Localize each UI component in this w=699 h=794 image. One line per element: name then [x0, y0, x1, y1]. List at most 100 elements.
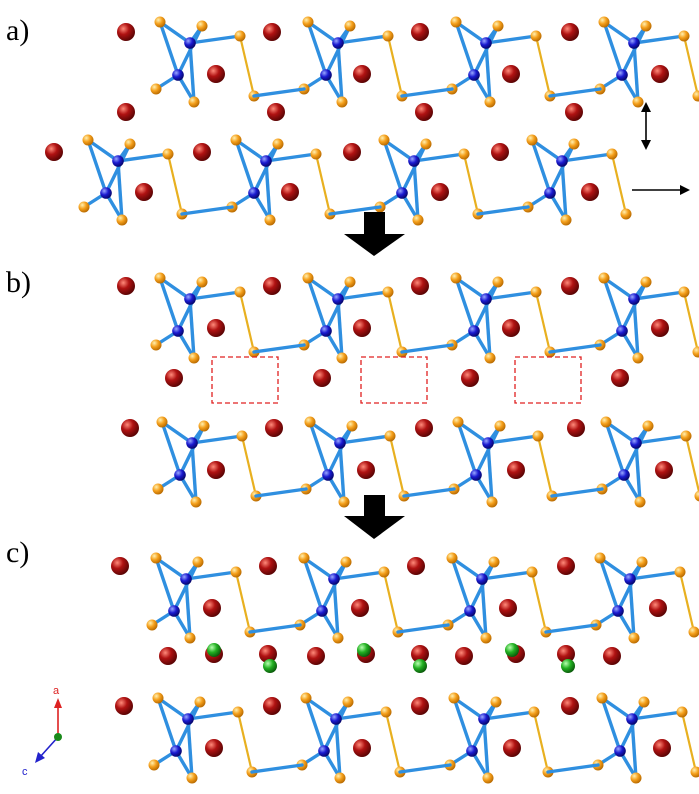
heavy-atom	[561, 697, 579, 715]
blue-atom	[184, 293, 196, 305]
bond	[404, 489, 454, 496]
heavy-atom	[263, 697, 281, 715]
heavy-atom	[313, 369, 331, 387]
heavy-atom	[45, 143, 63, 161]
orange-atom	[379, 567, 390, 578]
bond	[464, 154, 478, 214]
blue-atom	[478, 713, 490, 725]
blue-atom	[180, 573, 192, 585]
bond	[254, 89, 304, 96]
blue-atom	[544, 187, 556, 199]
heavy-atom	[455, 647, 473, 665]
orange-atom	[487, 497, 498, 508]
orange-atom	[631, 773, 642, 784]
heavy-atom	[115, 697, 133, 715]
heavy-atom	[353, 319, 371, 337]
heavy-atom	[561, 277, 579, 295]
orange-atom	[347, 421, 358, 432]
down-arrow-icon	[344, 495, 405, 539]
bond	[398, 625, 448, 632]
blue-atom	[322, 469, 334, 481]
orange-atom	[379, 135, 390, 146]
blue-atom	[476, 573, 488, 585]
orange-atom	[235, 287, 246, 298]
orange-atom	[633, 353, 644, 364]
orange-atom	[381, 707, 392, 718]
down-arrow-icon	[344, 212, 405, 256]
heavy-atom	[111, 557, 129, 575]
blue-atom	[330, 713, 342, 725]
orange-atom	[483, 773, 494, 784]
vacancy-box	[212, 357, 278, 403]
orange-atom	[459, 149, 470, 160]
heavy-atom	[567, 419, 585, 437]
orange-atom	[597, 693, 608, 704]
orange-atom	[151, 553, 162, 564]
blue-atom	[556, 155, 568, 167]
heavy-atom	[159, 647, 177, 665]
orange-atom	[383, 287, 394, 298]
bond	[550, 89, 600, 96]
orange-atom	[677, 707, 688, 718]
blue-atom	[174, 469, 186, 481]
heavy-atom	[581, 183, 599, 201]
orange-atom	[561, 215, 572, 226]
blue-atom	[260, 155, 272, 167]
heavy-atom	[411, 697, 429, 715]
blue-atom	[626, 713, 638, 725]
orange-atom	[301, 693, 312, 704]
heavy-atom	[263, 23, 281, 41]
orange-atom	[155, 17, 166, 28]
heavy-atom	[503, 739, 521, 757]
green-atom	[505, 643, 519, 657]
blue-atom	[316, 605, 328, 617]
orange-atom	[531, 31, 542, 42]
right-arrow-icon	[632, 185, 690, 195]
green-atom	[263, 659, 277, 673]
heavy-atom	[407, 557, 425, 575]
heavy-atom	[307, 647, 325, 665]
heavy-atom	[557, 557, 575, 575]
orange-atom	[639, 697, 650, 708]
blue-atom	[614, 745, 626, 757]
heavy-atom	[653, 739, 671, 757]
blue-atom	[480, 293, 492, 305]
heavy-atom	[499, 599, 517, 617]
blue-atom	[482, 437, 494, 449]
heavy-atom	[259, 557, 277, 575]
bond	[402, 345, 452, 352]
orange-atom	[199, 421, 210, 432]
green-atom	[207, 643, 221, 657]
orange-atom	[333, 633, 344, 644]
orange-atom	[197, 277, 208, 288]
orange-atom	[453, 417, 464, 428]
heavy-atom	[353, 65, 371, 83]
orange-atom	[527, 567, 538, 578]
blue-atom	[616, 325, 628, 337]
bond	[238, 712, 252, 772]
panel-c-layers	[111, 553, 699, 784]
blue-atom	[468, 69, 480, 81]
orange-atom	[447, 553, 458, 564]
orange-atom	[529, 707, 540, 718]
heavy-atom	[351, 599, 369, 617]
orange-atom	[153, 484, 164, 495]
orange-atom	[337, 97, 348, 108]
orange-atom	[493, 277, 504, 288]
orange-atom	[233, 707, 244, 718]
orange-atom	[273, 139, 284, 150]
bond	[236, 572, 250, 632]
blue-atom	[168, 605, 180, 617]
orange-atom	[451, 17, 462, 28]
heavy-atom	[165, 369, 183, 387]
green-atom	[561, 659, 575, 673]
orange-atom	[481, 633, 492, 644]
heavy-atom	[502, 319, 520, 337]
bond	[250, 625, 300, 632]
heavy-atom	[507, 461, 525, 479]
orange-atom	[489, 557, 500, 568]
orange-atom	[153, 693, 164, 704]
bond	[536, 292, 550, 352]
orange-atom	[679, 287, 690, 298]
